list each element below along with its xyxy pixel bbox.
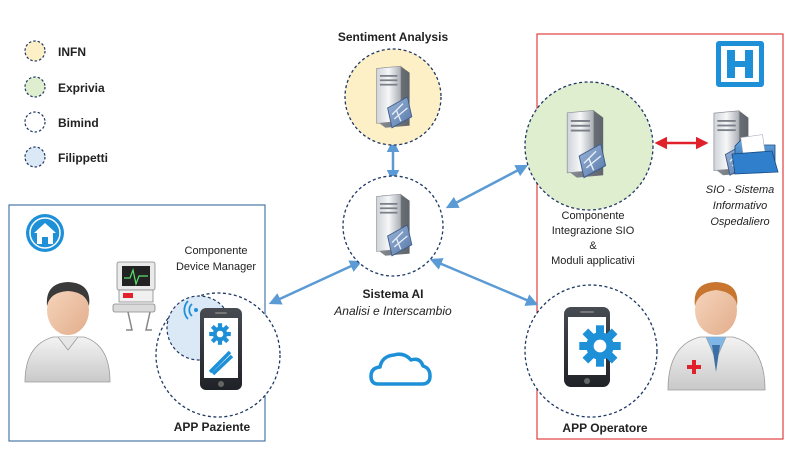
hospital-icon <box>716 41 764 87</box>
device-manager-line2: Device Manager <box>176 261 256 273</box>
sistema-ai-subtitle: Analisi e Interscambio <box>333 304 452 318</box>
sio-line2: Informativo <box>713 200 767 212</box>
arrow-ai-sio-component <box>445 164 529 209</box>
cloud-icon <box>369 352 432 386</box>
hospital-box <box>536 33 784 440</box>
sio-server: SIO - Sistema Informativo Ospedaliero <box>706 110 779 228</box>
sio-line3: Ospedaliero <box>710 216 769 228</box>
doctor-avatar <box>667 282 766 391</box>
legend-item-bimind: Bimind <box>24 111 99 133</box>
node-sentiment-analysis: Sentiment Analysis <box>338 30 449 146</box>
app-operatore-label: APP Operatore <box>562 421 647 435</box>
sistema-ai-title: Sistema AI <box>363 287 424 301</box>
arrow-ai-app-paziente <box>268 260 363 305</box>
node-sistema-ai: Sistema AI Analisi e Interscambio <box>333 175 452 318</box>
legend: INFN Exprivia Bimind Filippetti <box>24 40 108 168</box>
wifi-icon <box>183 300 198 320</box>
componente-sio-line3: & <box>589 240 597 252</box>
server-icon <box>375 65 413 129</box>
sio-line1: SIO - Sistema <box>706 184 774 196</box>
server-icon <box>375 193 413 257</box>
legend-label-filippetti: Filippetti <box>58 151 108 165</box>
server-icon <box>566 109 607 179</box>
arrow-ai-app-operatore <box>429 258 539 306</box>
patient-avatar <box>24 282 111 383</box>
componente-sio-line1: Componente <box>562 210 625 222</box>
home-icon <box>26 214 64 252</box>
node-app-operatore: APP Operatore <box>524 284 658 435</box>
connection-arrows <box>268 136 709 306</box>
sentiment-title: Sentiment Analysis <box>338 30 449 44</box>
legend-label-exprivia: Exprivia <box>58 81 105 95</box>
node-app-paziente: APP Paziente <box>155 292 281 434</box>
legend-label-bimind: Bimind <box>58 116 99 130</box>
smartphone-icon <box>200 308 242 390</box>
node-componente-sio: Componente Integrazione SIO & Moduli app… <box>524 81 654 267</box>
app-paziente-label: APP Paziente <box>174 420 251 434</box>
legend-item-filippetti: Filippetti <box>24 146 108 168</box>
legend-item-infn: INFN <box>24 40 86 62</box>
legend-item-exprivia: Exprivia <box>24 76 105 98</box>
componente-sio-line4: Moduli applicativi <box>551 255 635 267</box>
medical-device-icon <box>112 261 156 331</box>
folder-icon <box>731 134 779 175</box>
componente-sio-line2: Integrazione SIO <box>552 225 635 237</box>
device-manager-line1: Componente <box>185 245 248 257</box>
legend-label-infn: INFN <box>58 45 86 59</box>
